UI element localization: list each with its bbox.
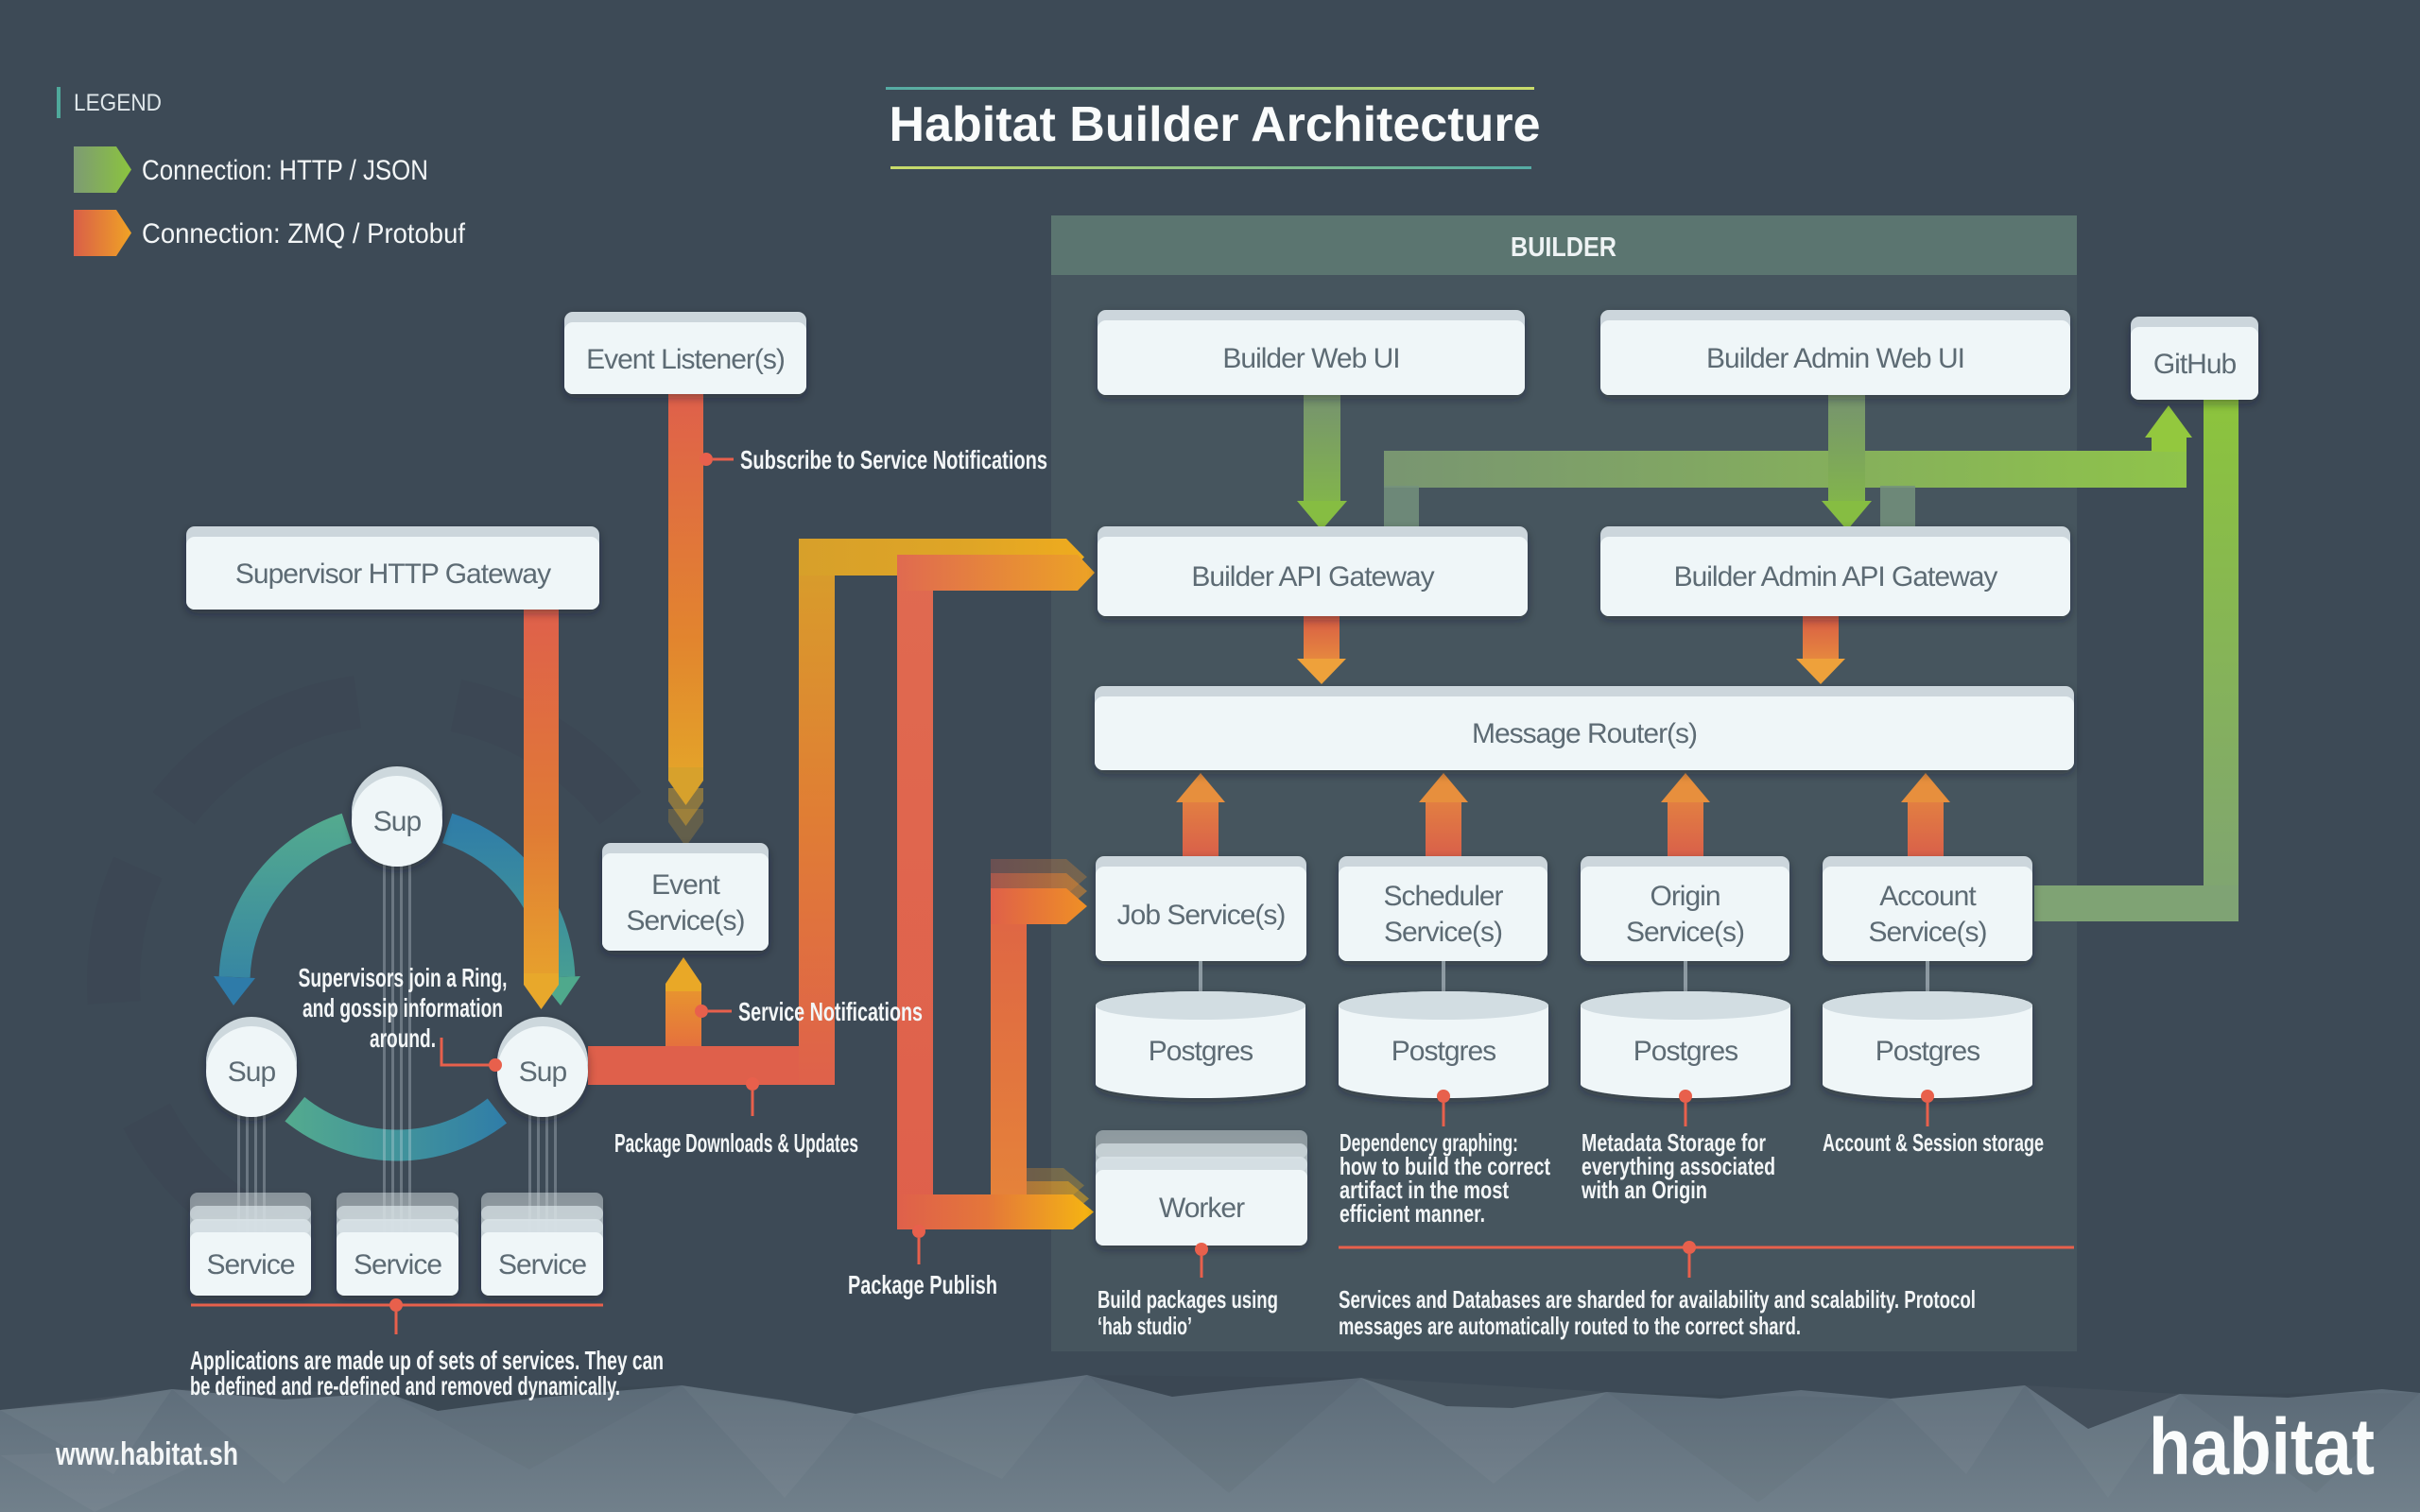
svg-text:efficient manner.: efficient manner. <box>1340 1199 1485 1228</box>
svg-text:BUILDER: BUILDER <box>1511 232 1616 263</box>
svg-text:Account: Account <box>1879 881 1977 912</box>
svg-text:Dependency graphing:: Dependency graphing: <box>1340 1128 1518 1157</box>
svg-text:Worker: Worker <box>1159 1193 1245 1224</box>
svg-text:Package Publish: Package Publish <box>848 1270 997 1299</box>
svg-text:Builder Admin Web UI: Builder Admin Web UI <box>1706 343 1964 374</box>
svg-text:Event: Event <box>651 869 720 901</box>
svg-text:everything associated: everything associated <box>1582 1152 1775 1180</box>
svg-text:LEGEND: LEGEND <box>74 90 162 116</box>
svg-text:Supervisors join a Ring,: Supervisors join a Ring, <box>299 963 508 992</box>
svg-text:Sup: Sup <box>519 1057 567 1088</box>
svg-text:Builder Admin API Gateway: Builder Admin API Gateway <box>1674 561 1998 593</box>
svg-text:habitat: habitat <box>2149 1402 2375 1491</box>
svg-text:Sup: Sup <box>373 806 422 837</box>
svg-text:Postgres: Postgres <box>1149 1036 1253 1067</box>
svg-text:Applications are made up of se: Applications are made up of sets of serv… <box>190 1346 664 1375</box>
svg-text:GitHub: GitHub <box>2153 349 2237 380</box>
svg-text:Supervisor HTTP Gateway: Supervisor HTTP Gateway <box>235 558 551 590</box>
svg-text:Account & Session storage: Account & Session storage <box>1823 1128 2044 1157</box>
svg-text:Service(s): Service(s) <box>1626 917 1744 948</box>
svg-text:be defined and re-defined and: be defined and re-defined and removed dy… <box>190 1371 620 1400</box>
svg-text:Habitat Builder Architecture: Habitat Builder Architecture <box>890 97 1541 152</box>
svg-text:Service Notifications: Service Notifications <box>738 997 923 1026</box>
svg-text:Service(s): Service(s) <box>1384 917 1502 948</box>
svg-text:Job Service(s): Job Service(s) <box>1117 900 1286 931</box>
svg-text:messages are automatically rou: messages are automatically routed to the… <box>1339 1312 1801 1340</box>
svg-text:Package Downloads & Updates: Package Downloads & Updates <box>614 1128 858 1158</box>
svg-text:Service: Service <box>206 1249 294 1280</box>
svg-text:Service: Service <box>498 1249 586 1280</box>
svg-text:Scheduler: Scheduler <box>1383 881 1503 912</box>
svg-text:‘hab studio’: ‘hab studio’ <box>1098 1312 1192 1340</box>
svg-text:Build packages using: Build packages using <box>1098 1285 1278 1314</box>
svg-text:around.: around. <box>370 1023 436 1053</box>
svg-text:Message Router(s): Message Router(s) <box>1472 718 1697 749</box>
svg-text:Postgres: Postgres <box>1634 1036 1737 1067</box>
svg-text:Connection: ZMQ / Protobuf: Connection: ZMQ / Protobuf <box>142 218 466 249</box>
svg-text:Origin: Origin <box>1650 881 1720 912</box>
svg-text:www.habitat.sh: www.habitat.sh <box>55 1436 238 1472</box>
svg-text:Connection: HTTP / JSON: Connection: HTTP / JSON <box>142 155 428 186</box>
svg-text:Postgres: Postgres <box>1876 1036 1979 1067</box>
svg-text:Service(s): Service(s) <box>1868 917 1986 948</box>
svg-text:Metadata Storage for: Metadata Storage for <box>1582 1128 1766 1157</box>
svg-text:Service(s): Service(s) <box>626 905 744 936</box>
svg-text:Services and Databases are sha: Services and Databases are sharded for a… <box>1339 1285 1976 1314</box>
svg-text:Builder Web UI: Builder Web UI <box>1222 343 1399 374</box>
svg-text:Sup: Sup <box>228 1057 276 1088</box>
svg-text:Builder API Gateway: Builder API Gateway <box>1191 561 1434 593</box>
svg-text:Service: Service <box>354 1249 441 1280</box>
svg-text:Subscribe to Service Notificat: Subscribe to Service Notifications <box>740 445 1047 474</box>
svg-text:and gossip information: and gossip information <box>302 993 503 1022</box>
svg-text:artifact in the most: artifact in the most <box>1340 1176 1509 1204</box>
svg-text:how to build the correct: how to build the correct <box>1340 1152 1550 1180</box>
svg-text:Postgres: Postgres <box>1392 1036 1495 1067</box>
svg-text:with an Origin: with an Origin <box>1581 1176 1707 1204</box>
svg-text:Event Listener(s): Event Listener(s) <box>586 344 785 375</box>
